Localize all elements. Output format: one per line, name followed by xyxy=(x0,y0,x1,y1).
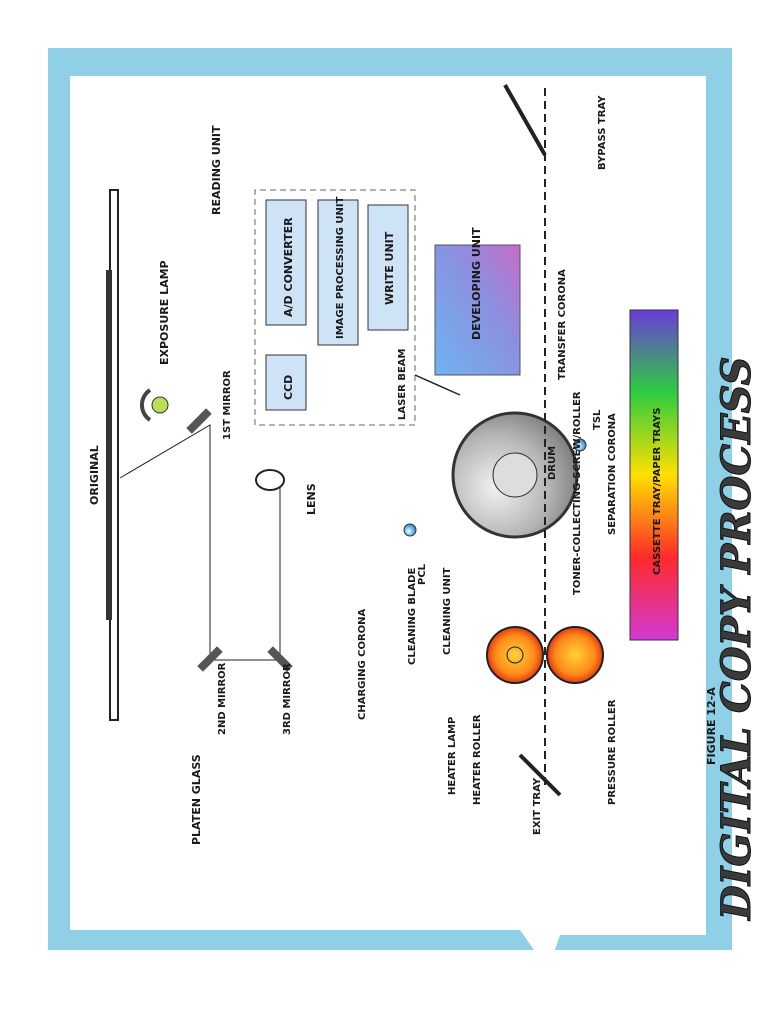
toner-collecting-label: TONER-COLLECTING-SCREW/ROLLER xyxy=(572,391,583,595)
frame-interior xyxy=(70,76,706,970)
second-mirror-label: 2ND MIRROR xyxy=(217,662,228,735)
write-unit-box xyxy=(367,204,409,331)
bypass-tray xyxy=(503,84,547,156)
separation-corona-label: SEPARATION CORONA xyxy=(607,413,618,535)
pcl-lamp xyxy=(403,523,417,537)
heater-lamp-label: HEATER LAMP xyxy=(447,717,458,795)
heater-roller-label: HEATER ROLLER xyxy=(472,714,483,805)
diagram-content: ORIGINAL EXPOSURE LAMP 1ST MIRROR 2ND MI… xyxy=(88,84,761,922)
image-processing-box xyxy=(317,199,359,346)
developing-unit-label: DEVELOPING UNIT xyxy=(470,227,483,340)
lens-label: LENS xyxy=(305,483,318,515)
pcl-label: PCL xyxy=(417,563,428,585)
tsl-lamp xyxy=(573,438,587,452)
first-mirror-label: 1ST MIRROR xyxy=(222,370,233,440)
developing-unit xyxy=(434,244,521,376)
cassette-tray xyxy=(629,309,679,641)
reading-unit-label: READING UNIT xyxy=(210,125,223,215)
original-label: ORIGINAL xyxy=(88,445,101,505)
cleaning-blade-label: CLEANING BLADE xyxy=(407,568,418,665)
exposure-lamp xyxy=(151,396,169,414)
original-sheet xyxy=(106,270,112,620)
heater-roller xyxy=(486,626,544,684)
exit-tray xyxy=(518,753,562,797)
write-unit-label: WRITE UNIT xyxy=(383,231,396,305)
lamp-reflector-icon xyxy=(140,388,152,422)
lens xyxy=(255,469,285,491)
image-processing-label: IMAGE PROCESSING UNIT xyxy=(335,196,346,339)
exposure-lamp-label: EXPOSURE LAMP xyxy=(158,260,171,365)
pressure-roller-label: PRESSURE ROLLER xyxy=(607,699,618,805)
laser-beam-line xyxy=(414,374,461,396)
transfer-corona-label: TRANSFER CORONA xyxy=(557,269,568,380)
drum-hub xyxy=(492,452,538,498)
laser-beam-label: LASER BEAM xyxy=(397,348,408,420)
heater-lamp xyxy=(506,646,524,664)
reading-unit-box xyxy=(254,189,416,426)
third-mirror xyxy=(267,646,293,672)
platen-glass-label: PLATEN GLASS xyxy=(190,754,203,845)
first-mirror xyxy=(186,408,212,434)
second-mirror xyxy=(197,646,223,672)
ad-converter-label: A/D CONVERTER xyxy=(282,217,295,317)
page-title: DIGITAL COPY PROCESS xyxy=(713,356,760,921)
exit-tray-label: EXIT TRAY xyxy=(532,777,543,835)
third-mirror-label: 3RD MIRROR xyxy=(282,663,293,735)
ad-converter-box xyxy=(265,199,307,326)
bypass-tray-label: BYPASS TRAY xyxy=(597,95,608,170)
ccd-label: CCD xyxy=(282,375,295,400)
drum-label: DRUM xyxy=(547,446,558,480)
ccd-box xyxy=(265,354,307,411)
tsl-label: TSL xyxy=(592,409,603,430)
charging-corona-label: CHARGING CORONA xyxy=(357,608,368,720)
cassette-tray-label: CASSETTE TRAY/PAPER TRAYS xyxy=(652,408,663,576)
cleaning-unit-label: CLEANING UNIT xyxy=(442,567,453,655)
figure-label: FIGURE 12-A xyxy=(705,687,718,765)
pressure-roller xyxy=(546,626,604,684)
